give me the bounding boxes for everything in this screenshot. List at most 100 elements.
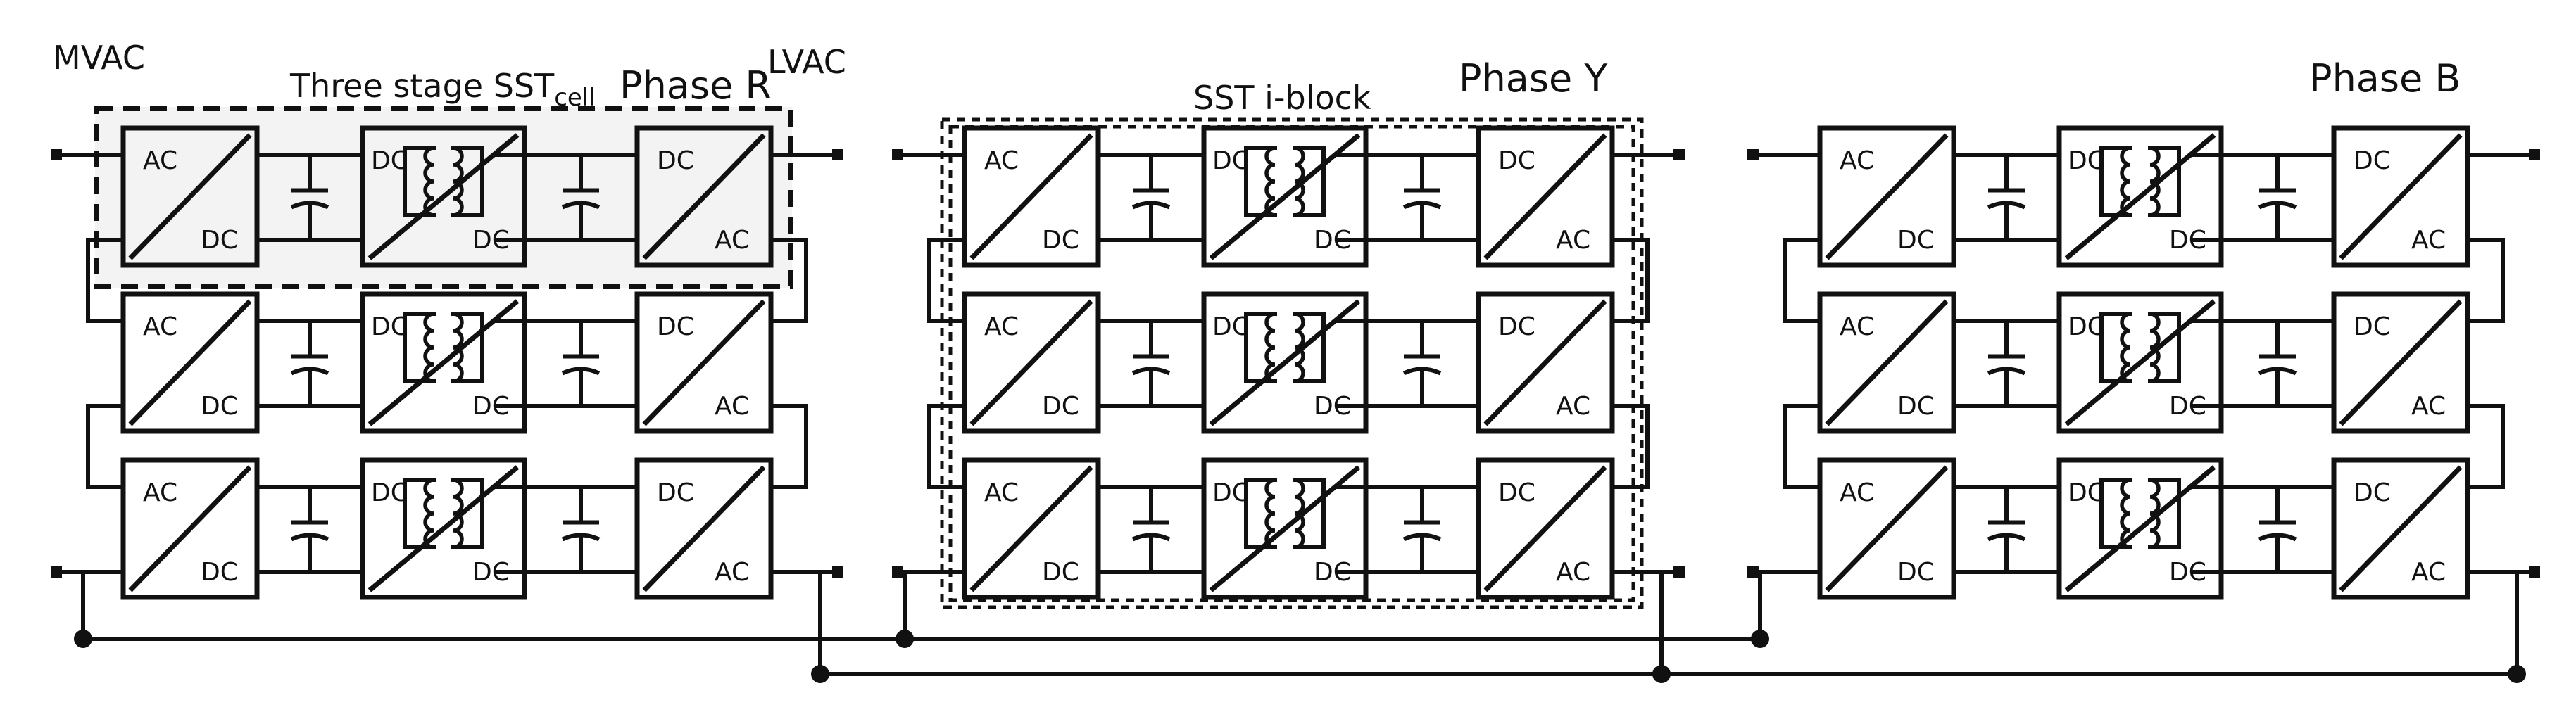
phase-3-row-1-rectifier-box xyxy=(1817,125,1956,268)
phase-2-output-series-link-1 xyxy=(1610,238,1650,323)
phase-3-row-2-dab-converter-input-label: DC xyxy=(2068,312,2105,341)
phase-2-row-3-rectifier-diagonal xyxy=(969,465,1093,592)
phase-3-row-3-dab-converter-secondary-coil-icon xyxy=(2149,478,2161,549)
phase-3-lv-output-terminal xyxy=(2529,149,2540,160)
phase-3-row-2-dc-link-capacitor-1 xyxy=(1987,321,2026,406)
phase-2-row-3-rectifier-box xyxy=(962,457,1101,600)
phase-3-lv-neutral-drop xyxy=(2465,570,2519,676)
frames-layer xyxy=(94,106,1644,609)
phase-2-row-2-rectifier-input-label: AC xyxy=(984,312,1019,341)
cell-caption-main: Three stage SST xyxy=(289,67,555,105)
phase-1-row-2-dc-link-capacitor-1 xyxy=(290,321,329,406)
phase-1-input-series-link-1 xyxy=(86,238,125,323)
phase-1-row-3-inverter-input-label: DC xyxy=(657,478,694,507)
phase-1-lv-output-terminal xyxy=(832,149,843,160)
phase-3-row-3-inverter-box xyxy=(2331,457,2470,600)
phase-1-row-1-dab-converter-output-label: DC xyxy=(472,226,510,255)
phase-1-lv-neutral-terminal xyxy=(832,566,843,578)
phase-3-row-1-rectifier-input-label: AC xyxy=(1840,146,1874,175)
phase-1-row-1-inverter-input-label: DC xyxy=(657,146,694,175)
phase-2-lv-neutral-terminal xyxy=(1673,566,1685,578)
phase-1-row-2-rectifier-input-label: AC xyxy=(143,312,177,341)
phase-1-row-1-dab-converter-box xyxy=(360,125,527,268)
phase-3-row-2-inverter-output-label: AC xyxy=(2411,392,2446,421)
phase-2-row-1-rectifier-output-label: DC xyxy=(1042,226,1079,255)
phase-3-row-3-dab-converter-primary-coil-icon xyxy=(2120,478,2131,549)
phase-2-row-3-dab-converter-primary-coil-icon xyxy=(1264,478,1276,549)
phase-3-output-series-link-1 xyxy=(2465,238,2505,323)
phase-2-input-series-link-2 xyxy=(927,404,967,489)
phase-2-row-3-dab-converter-secondary-lead xyxy=(1293,478,1326,549)
phase-2-row-1-dab-converter-output-label: DC xyxy=(1314,226,1351,255)
phase-1-row-2-dab-converter-secondary-lead xyxy=(451,312,484,383)
phase-2-row-2-dab-converter-box xyxy=(1201,291,1369,434)
phase-2-row-1-rectifier-diagonal xyxy=(969,133,1093,260)
phase-2-row-2-dc-link-capacitor-1 xyxy=(1131,321,1171,406)
phase-3-lv-neutral-terminal xyxy=(2529,566,2540,578)
phase-2-row-2-rectifier-diagonal xyxy=(969,299,1093,426)
phase-2-row-2-inverter-diagonal xyxy=(1483,299,1607,426)
phase-3-row-3-rectifier-input-label: AC xyxy=(1840,478,1874,507)
phase-label-y: Phase Y xyxy=(1459,56,1608,101)
phase-3-row-1-dab-converter-output-label: DC xyxy=(2169,226,2206,255)
phase-2-row-3-dc-link-capacitor-1 xyxy=(1131,487,1171,572)
phase-2-row-1-dab-converter-primary-coil-icon xyxy=(1264,146,1276,217)
phase-1-row-1-rectifier-box xyxy=(120,125,260,268)
phase-1-row-2-dab-converter-input-label: DC xyxy=(371,312,408,341)
phase-3-input-series-link-1 xyxy=(1783,238,1822,323)
phase-label-b: Phase B xyxy=(2309,56,2461,101)
phase-3-output-series-link-2 xyxy=(2465,404,2505,489)
phase-3-row-3-dab-converter-box xyxy=(2056,457,2224,600)
phase-2-row-3-inverter-diagonal xyxy=(1483,465,1607,592)
phase-3-mv-neutral-drop xyxy=(1758,570,1822,641)
phase-1-mv-neutral-drop xyxy=(54,570,85,641)
phase-1-row-3-dab-converter-primary-coil-icon xyxy=(423,478,434,549)
phase-2-row-3-dab-converter-primary-lead xyxy=(1244,478,1277,549)
phase-3-row-3-dab-converter-diagonal xyxy=(2064,465,2216,592)
phase-3-row-3-inverter-input-label: DC xyxy=(2354,478,2391,507)
phase-1-row-3-rectifier-output-label: DC xyxy=(201,558,238,587)
phase-2-row-2-dc-link-capacitor-2 xyxy=(1402,321,1442,406)
phase-3-row-3-inverter-diagonal xyxy=(2339,465,2463,592)
phase-1-row-2-rectifier-diagonal xyxy=(128,299,252,426)
phase-3-row-1-dc-link-capacitor-2 xyxy=(2258,155,2297,240)
phase-3-row-2-inverter-box xyxy=(2331,291,2470,434)
phase-3-row-2-dab-converter-secondary-coil-icon xyxy=(2149,312,2161,383)
phase-1-row-3-dab-converter-secondary-coil-icon xyxy=(453,478,464,549)
phase-2-row-2-rectifier-output-label: DC xyxy=(1042,392,1079,421)
phase-1-row-1-inverter-diagonal xyxy=(642,133,766,260)
phase-1-row-3-rectifier-box xyxy=(120,457,260,600)
phase-3-row-2-dab-converter-primary-lead xyxy=(2099,312,2132,383)
phase-1-row-2-rectifier-output-label: DC xyxy=(201,392,238,421)
phase-2-row-3-rectifier-input-label: AC xyxy=(984,478,1019,507)
phase-1-row-1-dab-converter-primary-lead xyxy=(403,146,436,217)
phase-3-row-2-rectifier-diagonal xyxy=(1825,299,1949,426)
phase-1-row-1-rectifier-diagonal xyxy=(128,133,252,260)
phase-3-row-1-dab-converter-secondary-lead xyxy=(2148,146,2181,217)
phase-1-row-1-dab-converter-secondary-lead xyxy=(451,146,484,217)
phase-3-row-2-dab-converter-primary-coil-icon xyxy=(2120,312,2131,383)
phase-1-row-3-dab-converter-secondary-lead xyxy=(451,478,484,549)
phase-1-row-2-dab-converter-diagonal xyxy=(367,299,520,426)
phase-2-row-2-dab-converter-primary-coil-icon xyxy=(1264,312,1276,383)
phase-1-output-series-link-2 xyxy=(769,404,808,489)
phase-2-row-3-inverter-box xyxy=(1476,457,1615,600)
phase-1-row-2-dab-converter-secondary-coil-icon xyxy=(453,312,464,383)
phase-1-row-1-dc-link-capacitor-1 xyxy=(290,155,329,240)
phase-1-row-3-rectifier-diagonal xyxy=(128,465,252,592)
phase-1-row-2-rectifier-box xyxy=(120,291,260,434)
phase-2-row-2-inverter-input-label: DC xyxy=(1498,312,1535,341)
phase-1-mv-input-terminal xyxy=(51,149,62,160)
